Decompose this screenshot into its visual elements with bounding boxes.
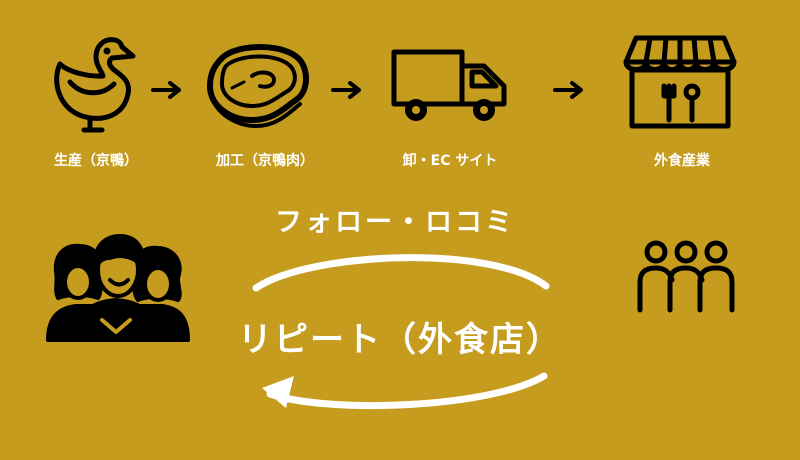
arrow-right-icon (150, 80, 184, 104)
cycle-arrow-top (250, 240, 550, 298)
duck-icon (40, 30, 140, 135)
step-label-production: 生産（京鴨） (54, 153, 138, 169)
truck-icon (388, 46, 516, 126)
step-label-wholesale: 卸・EC サイト (402, 153, 498, 169)
group-icon (634, 238, 744, 314)
caption-repeat-restaurant: リピート（外食店） (238, 320, 562, 360)
caption-follow-reviews: フォロー・ロコミ (275, 207, 515, 238)
arrow-right-icon (552, 80, 586, 104)
step-label-restaurant: 外食産業 (654, 153, 710, 169)
arrow-right-icon (330, 80, 364, 104)
meat-icon (204, 40, 310, 130)
customers-icon (38, 232, 198, 342)
cycle-arrow-bottom (250, 364, 550, 416)
restaurant-icon (620, 32, 740, 132)
step-label-processing: 加工（京鴨肉） (216, 153, 314, 169)
